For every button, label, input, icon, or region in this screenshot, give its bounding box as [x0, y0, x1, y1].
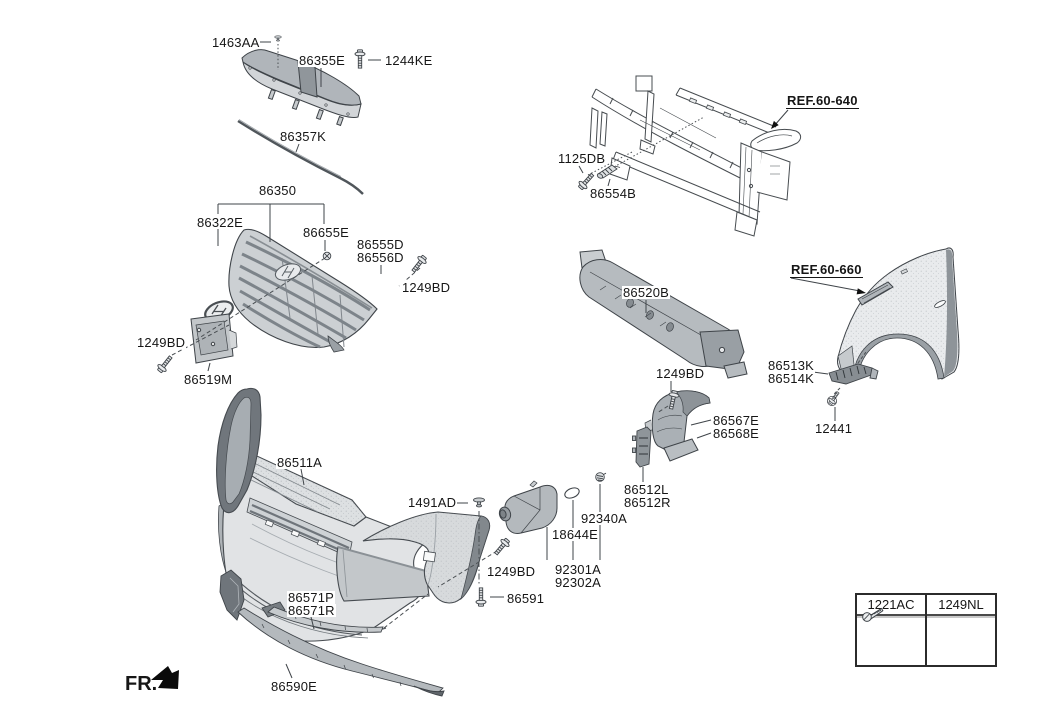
screw-icon-1249bd-license — [155, 353, 176, 375]
front-direction-arrow — [151, 666, 179, 689]
bumper-energy-absorber-art — [579, 249, 748, 379]
part-label-1125db: 1125DB — [557, 151, 607, 166]
part-label-86590e: 86590E — [270, 679, 319, 694]
fastener-table-header: 1221AC — [857, 595, 925, 616]
part-label-12441: 12441 — [814, 421, 854, 436]
part-label-86554b: 86554B — [589, 186, 638, 201]
ref-label-60-640: REF.60-640 — [786, 93, 859, 109]
part-label-86556d: 86556D — [356, 250, 405, 265]
fender-art — [837, 247, 960, 380]
clip-icon-1463aa — [274, 35, 282, 42]
grille-molding-strip-art — [237, 119, 364, 195]
part-label-86350: 86350 — [258, 183, 298, 198]
part-label-86571r: 86571R — [287, 603, 336, 618]
part-label-92340a: 92340A — [580, 511, 629, 526]
part-label-86519m: 86519M — [183, 372, 234, 387]
fastener-table-col-1221ac: 1221AC — [857, 595, 925, 665]
dashed-lines — [171, 44, 867, 629]
fasteners — [155, 35, 842, 607]
ref-arrowhead-660 — [856, 288, 866, 295]
part-label-1249bd-bumper: 1249BD — [486, 564, 537, 579]
part-label-1244ke: 1244KE — [384, 53, 434, 68]
part-label-86655e: 86655E — [302, 225, 351, 240]
part-label-1249bd-license: 1249BD — [136, 335, 187, 350]
part-label-86512l: 86512L — [623, 482, 670, 497]
part-label-92301a: 92301A — [554, 562, 603, 577]
part-label-1491ad: 1491AD — [407, 495, 458, 510]
ref-label-60-660: REF.60-660 — [790, 262, 863, 278]
part-label-86513k: 86513K — [767, 358, 816, 373]
bolt-icon-1249bd-grille — [408, 253, 429, 275]
part-label-86322e: 86322E — [196, 215, 245, 230]
fastener-table-col-1249nl: 1249NL — [862, 595, 995, 665]
part-label-86514k: 86514K — [767, 371, 816, 386]
part-label-86555d: 86555D — [356, 237, 405, 252]
washer-icon-12441 — [827, 395, 838, 406]
bolt-icon-86591 — [475, 587, 487, 607]
part-label-86355e: 86355E — [298, 53, 347, 68]
screw-icon-12441 — [826, 389, 842, 407]
bolt-icon-1244ke — [354, 49, 366, 69]
part-label-86511a: 86511A — [276, 455, 324, 470]
fog-lamp-art — [498, 480, 558, 534]
radiator-grille-art — [228, 228, 378, 353]
tapping-screw-icon — [862, 608, 884, 622]
clip-icon-92340a — [595, 472, 607, 482]
front-direction-label: FR. — [125, 673, 158, 695]
ref-arrowhead-640 — [771, 120, 779, 129]
part-label-86571p: 86571P — [287, 590, 336, 605]
fastener-table-header: 1249NL — [927, 595, 995, 616]
part-label-1463aa: 1463AA — [211, 35, 261, 50]
side-bracket-art — [632, 426, 652, 468]
clip-icon-86655e — [322, 251, 332, 261]
radiator-support-art — [589, 75, 802, 237]
side-duct-art — [644, 390, 711, 462]
part-label-86567e: 86567E — [712, 413, 761, 428]
part-label-86591: 86591 — [506, 591, 546, 606]
part-label-86512r: 86512R — [623, 495, 672, 510]
part-label-18644e: 18644E — [551, 527, 600, 542]
part-label-86568e: 86568E — [712, 426, 761, 441]
part-label-92302a: 92302A — [554, 575, 603, 590]
part-label-1249bd-duct: 1249BD — [655, 366, 706, 381]
fender-bracket-art — [828, 363, 879, 385]
bumper-cover-art — [216, 387, 491, 642]
part-label-86357k: 86357K — [279, 129, 328, 144]
part-label-1249bd-grille: 1249BD — [401, 280, 452, 295]
part-label-86520b: 86520B — [622, 285, 671, 300]
pin-icon-86554b — [596, 164, 621, 179]
front-spoiler-art — [219, 569, 445, 697]
fastener-table: 1221AC 1249NL — [855, 593, 997, 667]
license-plate-bracket-art — [190, 313, 238, 364]
bolt-icon-1249bd-bumper — [491, 536, 512, 558]
leader-lines — [207, 41, 861, 679]
clip-icon-1491ad — [473, 497, 485, 508]
bulb-cap-icon-18644e — [564, 487, 580, 499]
